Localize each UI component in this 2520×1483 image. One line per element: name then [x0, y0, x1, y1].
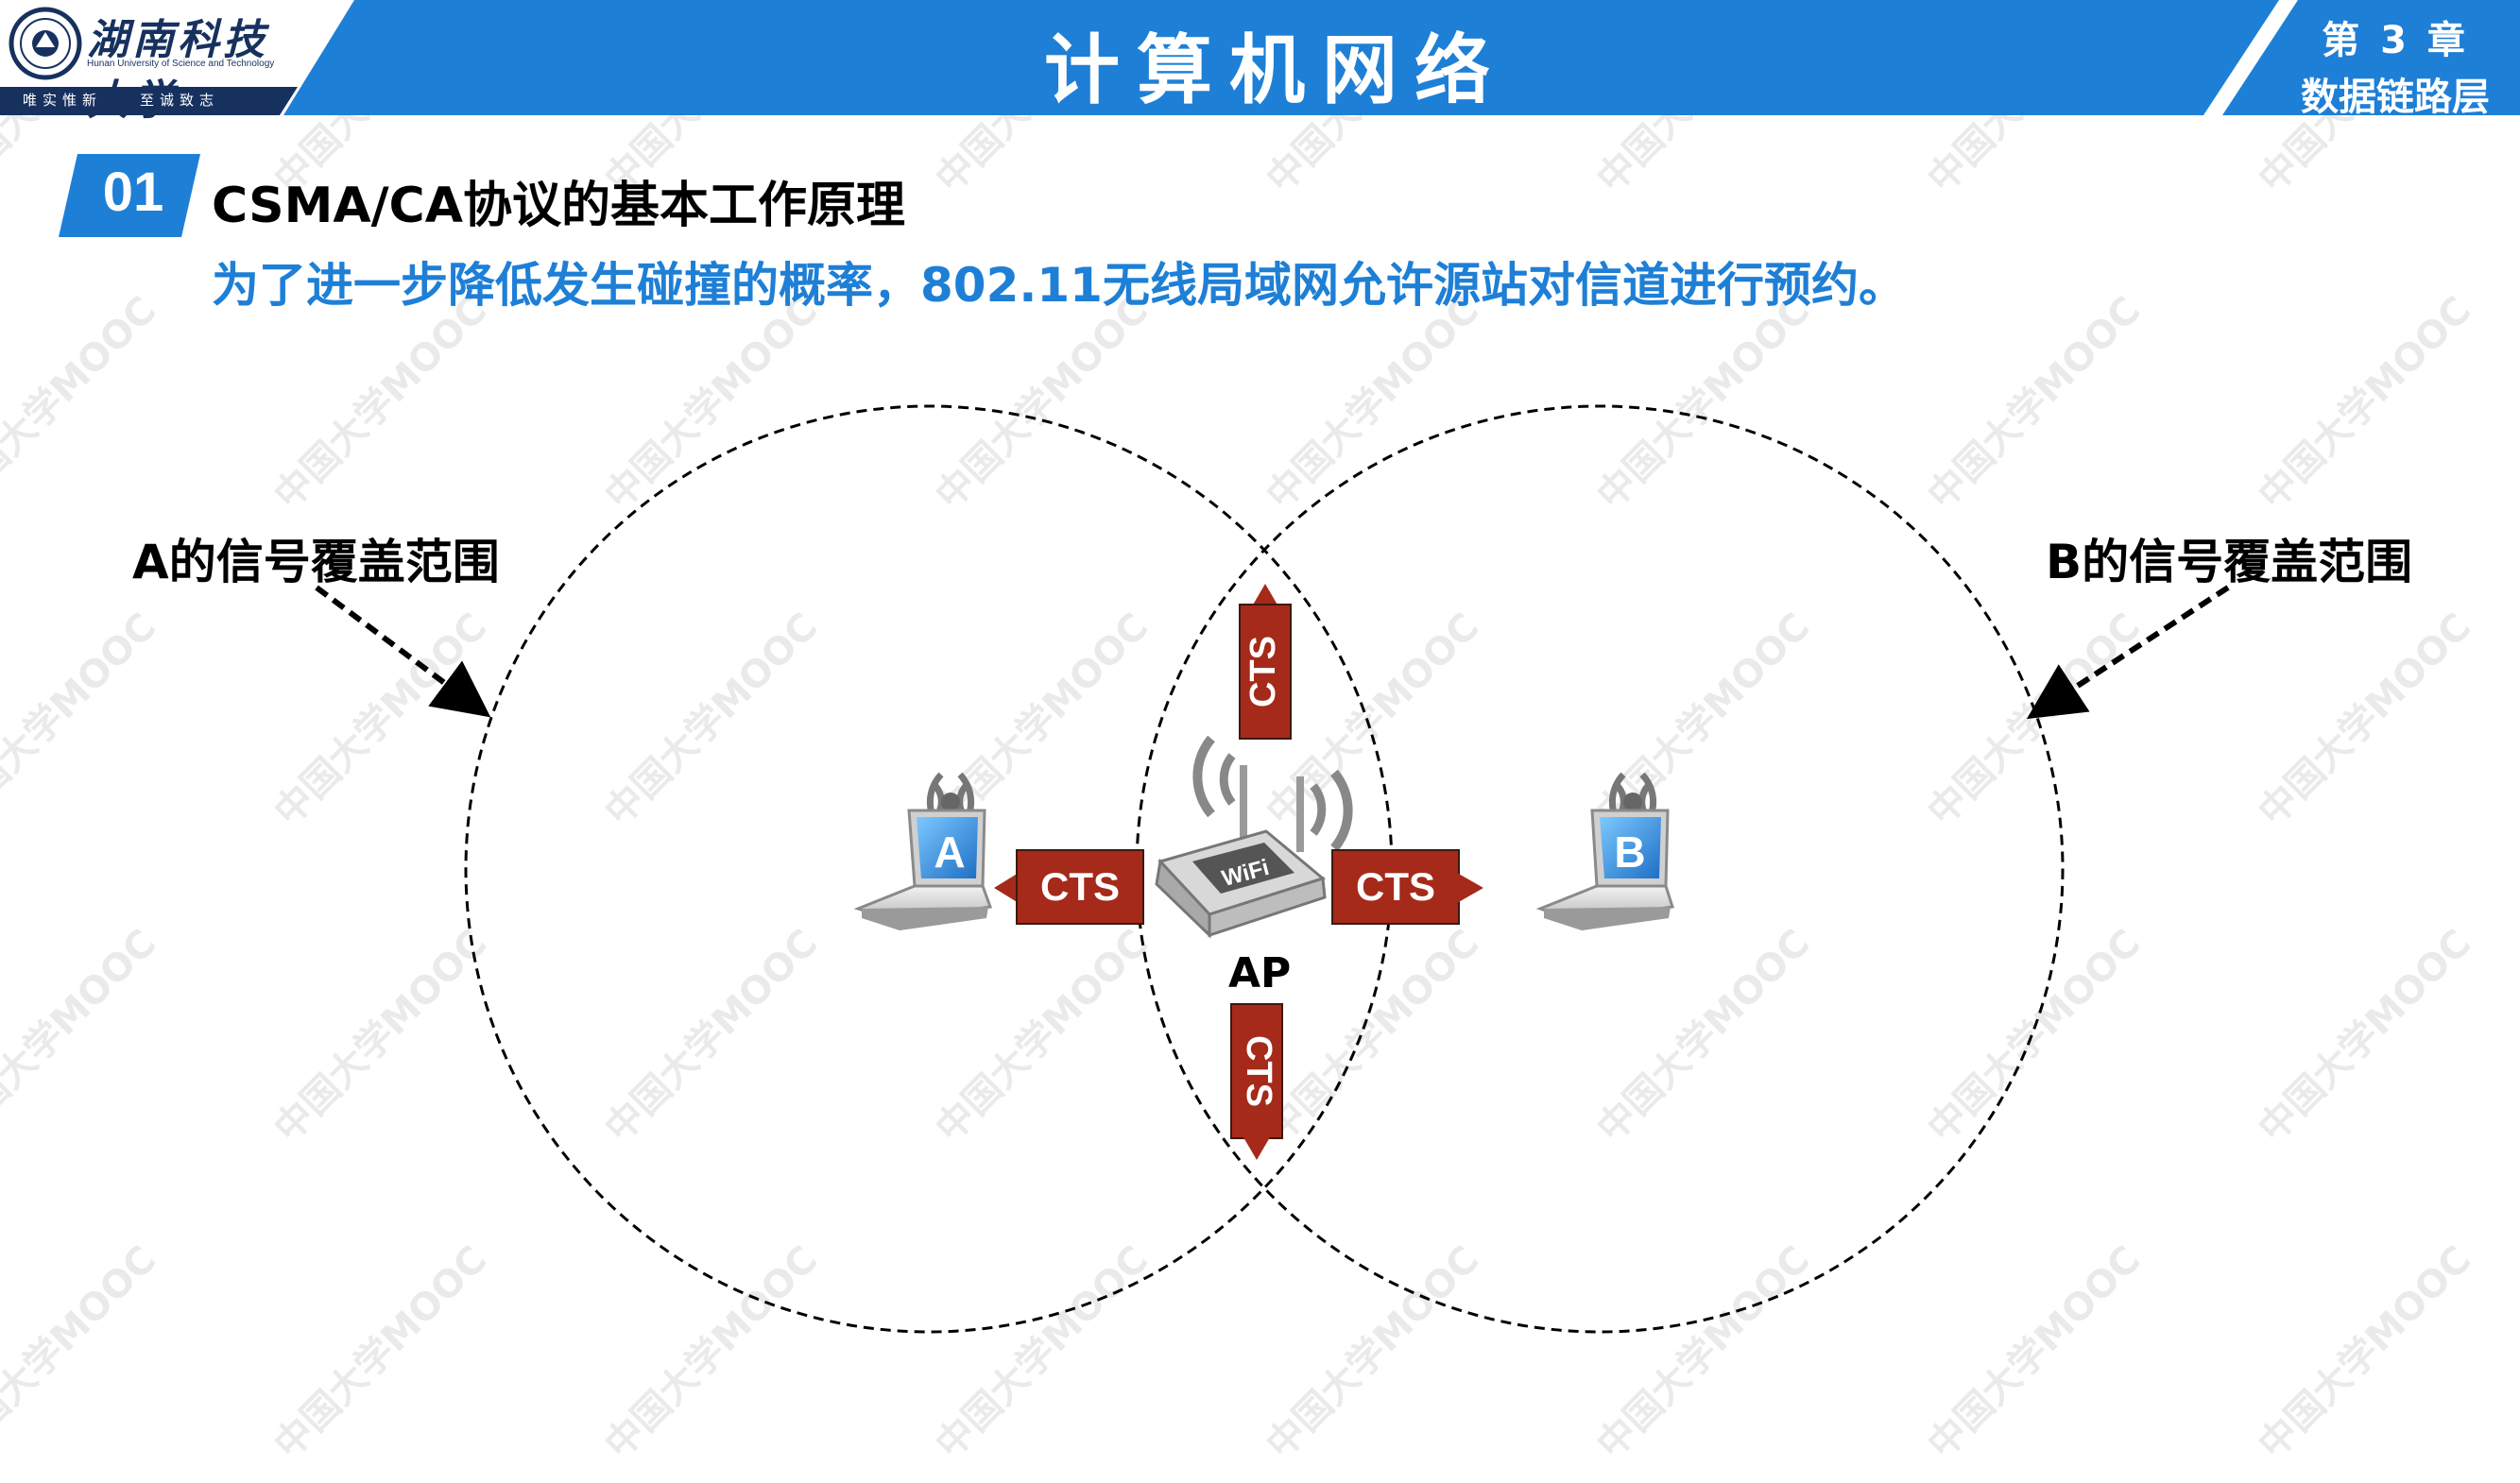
cts-label-left: CTS [1040, 864, 1120, 909]
course-title: 计算机网络 [1044, 26, 1507, 114]
cts-label-down: CTS [1239, 1035, 1278, 1107]
cts-frame-right: CTS [1331, 849, 1483, 925]
laptop-b-icon [1535, 772, 1674, 930]
coverage-label-b: B的信号覆盖范围 [2046, 535, 2413, 589]
section-title: CSMA/CA协议的基本工作原理 [212, 178, 905, 234]
motto-part: 唯实惟新 [23, 92, 103, 109]
chapter-info: 第 3 章 数据链路层 [2277, 9, 2513, 121]
cts-label-right: CTS [1356, 864, 1435, 909]
university-seal-icon [9, 7, 82, 80]
university-name-cn: 湖南科技大学 [87, 16, 268, 125]
pointer-arrow-a [315, 585, 491, 718]
csma-ca-diagram: A B WiFi CTS CTS [132, 404, 2413, 1334]
ap-label: AP [1228, 949, 1292, 997]
university-logo-area: 湖南科技大学 Hunan University of Science and T… [0, 0, 312, 125]
section-description: 为了进一步降低发生碰撞的概率，802.11无线局域网允许源站对信道进行预约。 [212, 258, 1906, 313]
section-number: 01 [102, 162, 164, 223]
cts-frame-up: CTS [1239, 584, 1292, 740]
station-a-label: A [934, 827, 965, 877]
chapter-number: 第 3 章 [2322, 19, 2469, 62]
chapter-name: 数据链路层 [2301, 76, 2490, 119]
cts-frame-down: CTS [1230, 1003, 1283, 1160]
access-point-icon: WiFi [1155, 735, 1353, 939]
university-motto: 唯实惟新 至诚致志 [23, 90, 257, 110]
cts-frame-left: CTS [994, 849, 1144, 925]
cts-label-up: CTS [1243, 636, 1283, 707]
header-bar: 湖南科技大学 Hunan University of Science and T… [0, 0, 2520, 125]
university-name-en: Hunan University of Science and Technolo… [87, 59, 275, 69]
station-b-label: B [1614, 827, 1645, 877]
header-background [0, 0, 2520, 115]
coverage-label-a: A的信号覆盖范围 [132, 535, 500, 589]
diagram-canvas: A B WiFi CTS CTS [315, 404, 2230, 1334]
laptop-a-icon [853, 772, 993, 930]
pointer-arrow-b [2026, 585, 2230, 720]
motto-part: 至诚致志 [140, 92, 220, 109]
section-badge [59, 154, 200, 237]
